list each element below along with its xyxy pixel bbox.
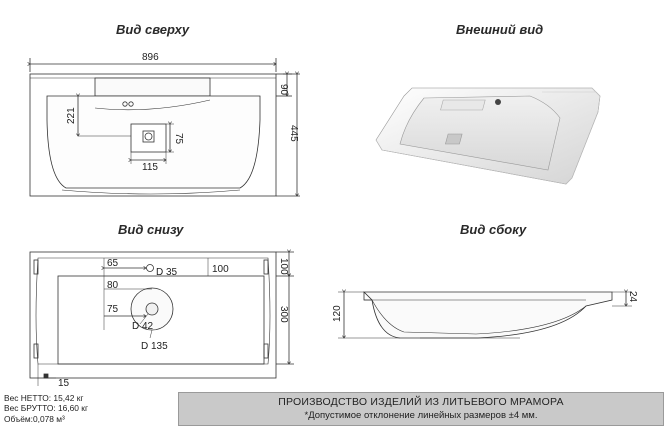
side-view-title: Вид сбоку: [460, 222, 527, 237]
banner-tolerance-note: *Допустимое отклонение линейных размеров…: [304, 410, 538, 421]
dim-width: 896: [142, 52, 159, 63]
bottom-view-title: Вид снизу: [118, 222, 184, 237]
dim-offset-80: 80: [107, 280, 119, 291]
dim-rim-height: 24: [627, 291, 638, 303]
spec-gross-weight: Вес БРУТТО: 16,60 кг: [4, 403, 89, 414]
dim-drain-d135: D 135: [141, 341, 168, 352]
dim-right-300: 300: [278, 306, 289, 323]
dim-back-edge: 90: [278, 84, 289, 96]
dim-offset-100: 100: [212, 264, 229, 275]
exterior-view: [375, 87, 601, 185]
dim-drain-d42: D 42: [132, 321, 154, 332]
dim-offset-65: 65: [107, 258, 119, 269]
dim-edge-15: 15: [58, 378, 70, 389]
bottom-view: [29, 252, 294, 386]
dim-hole-d35: D 35: [156, 267, 178, 278]
spec-net-weight: Вес НЕТТО: 15,42 кг: [4, 393, 84, 403]
exterior-view-title: Внешний вид: [456, 22, 544, 37]
dim-drain-h: 75: [173, 133, 184, 145]
side-view: [338, 292, 632, 338]
dim-bowl-depth: 221: [66, 107, 77, 124]
dim-offset-75: 75: [107, 304, 119, 315]
dim-depth: 445: [288, 125, 299, 142]
top-view: [30, 58, 300, 196]
banner-title: ПРОИЗВОДСТВО ИЗДЕЛИЙ ИЗ ЛИТЬЕВОГО МРАМОР…: [278, 396, 564, 408]
dim-drain-w: 115: [142, 162, 158, 173]
top-view-title: Вид сверху: [116, 22, 190, 37]
manufacturer-banner: ПРОИЗВОДСТВО ИЗДЕЛИЙ ИЗ ЛИТЬЕВОГО МРАМОР…: [178, 392, 664, 426]
dim-side-height: 120: [332, 305, 343, 322]
spec-volume: Объём:0,078 м³: [4, 413, 65, 424]
specs-block: Вес НЕТТО: 15,42 кг Вес БРУТТО: 16,60 кг…: [4, 393, 174, 424]
dim-right-100: 100: [278, 258, 289, 275]
